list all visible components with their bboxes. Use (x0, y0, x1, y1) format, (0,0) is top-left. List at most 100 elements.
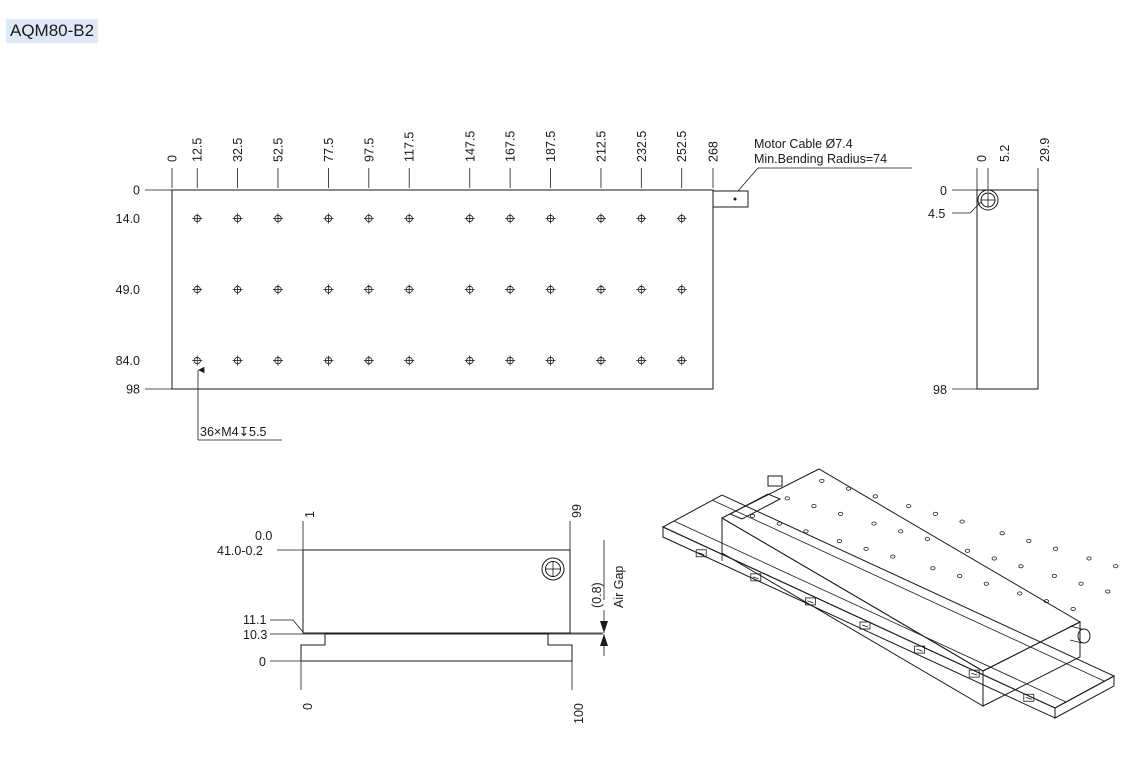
side-x-dim-0: 0 (975, 155, 989, 162)
mounting-hole (192, 355, 203, 366)
mover-top (720, 468, 1082, 672)
iso-hole (991, 556, 997, 561)
mounting-hole (545, 213, 556, 224)
mounting-hole (676, 213, 687, 224)
top-x-dim-7: 147.5 (463, 131, 477, 162)
side-view-outline (976, 189, 1039, 390)
gap-value: (0.8) (590, 582, 604, 608)
iso-hole (924, 537, 931, 542)
iso-hole (890, 554, 896, 559)
iso-hole (999, 531, 1005, 536)
mounting-hole (636, 213, 647, 224)
hole-callout: 36×M4↧5.5 (200, 425, 266, 439)
top-y-dim-3: 84.0 (116, 354, 140, 368)
mounting-hole (272, 355, 283, 366)
top-x-dim-9: 187.5 (544, 131, 558, 162)
mounting-hole (545, 355, 556, 366)
iso-hole (1017, 591, 1023, 596)
top-view-outline (171, 189, 714, 390)
iso-hole (872, 494, 878, 499)
iso-hole (1105, 589, 1111, 594)
base-slot (968, 669, 980, 678)
cable-note-line1: Motor Cable Ø7.4 (754, 137, 853, 151)
side-x-dim-1: 5.2 (998, 145, 1012, 162)
top-x-dim-1: 12.5 (191, 138, 205, 162)
top-x-dim-12: 252.5 (675, 131, 689, 162)
front-y-dim-0: 0.0 (255, 529, 272, 543)
front-y-dim-3: 10.3 (243, 628, 267, 642)
mounting-hole (232, 355, 243, 366)
top-y-dim-2: 49.0 (116, 283, 140, 297)
top-x-dim-6: 117.5 (403, 132, 417, 162)
iso-hole (1026, 539, 1032, 544)
iso-hole (1113, 564, 1119, 569)
front-bottom-dim-1: 100 (572, 703, 586, 724)
iso-hole (1043, 599, 1050, 604)
mounting-hole (464, 355, 475, 366)
mounting-hole (636, 355, 647, 366)
mounting-hole (272, 284, 283, 295)
mounting-hole (505, 355, 516, 366)
iso-hole (932, 511, 938, 516)
mounting-hole (323, 284, 334, 295)
top-view: Motor Cable Ø7.4 Min.Bending Radius=74 3… (116, 131, 912, 441)
mounting-hole (676, 355, 687, 366)
mounting-hole (595, 355, 606, 366)
top-y-dim-4: 98 (126, 383, 140, 397)
isometric-view (661, 468, 1119, 719)
top-x-dim-3: 52.5 (271, 138, 285, 162)
top-x-dim-5: 97.5 (362, 138, 376, 162)
front-top-dim-0: 1 (303, 511, 317, 518)
top-x-dim-4: 77.5 (322, 138, 336, 162)
mounting-hole (232, 284, 243, 295)
base-slot (859, 621, 871, 630)
front-y-dim-4: 0 (259, 655, 266, 669)
drawing-title: AQM80-B2 (6, 19, 99, 43)
iso-hole (1018, 564, 1024, 569)
mounting-hole (464, 284, 475, 295)
base-slot (1023, 693, 1035, 702)
top-y-dim-1: 14.0 (116, 212, 140, 226)
iso-hole (749, 513, 756, 518)
mover-body (302, 549, 571, 634)
side-y-dim-0: 0 (940, 184, 947, 198)
mounting-hole (464, 213, 475, 224)
front-top-dim-1: 99 (570, 504, 584, 518)
mounting-hole (505, 284, 516, 295)
iso-hole (1070, 606, 1076, 611)
side-view: 0 5.2 29.9 0 4.5 98 (928, 138, 1052, 397)
cable-note-line2: Min.Bending Radius=74 (754, 152, 887, 166)
gap-label: Air Gap (612, 566, 626, 608)
mounting-hole (363, 213, 374, 224)
top-x-dim-0: 0 (166, 155, 180, 162)
iso-hole (964, 548, 971, 553)
mounting-hole (636, 284, 647, 295)
mounting-hole (404, 213, 415, 224)
iso-cable (1077, 628, 1091, 644)
side-y-dim-2: 98 (933, 383, 947, 397)
iso-hole (1086, 556, 1092, 561)
top-x-dim-10: 212.5 (594, 131, 608, 162)
iso-hole (819, 478, 825, 483)
base-slot (750, 573, 762, 582)
top-x-dim-13: 268 (707, 141, 721, 162)
iso-hole (871, 521, 877, 526)
mounting-hole (363, 284, 374, 295)
front-y-dim-1: 41.0-0.2 (217, 544, 263, 558)
iso-hole (838, 511, 844, 516)
iso-hole (1051, 573, 1057, 578)
iso-hole (803, 529, 809, 534)
mounting-hole (272, 213, 283, 224)
iso-hole (1078, 581, 1084, 586)
mounting-hole (505, 213, 516, 224)
iso-hole (906, 504, 912, 509)
mounting-hole (595, 213, 606, 224)
side-y-dim-1: 4.5 (928, 207, 945, 221)
front-cable-outer (541, 557, 565, 581)
mounting-hole (192, 284, 203, 295)
mounting-hole (595, 284, 606, 295)
top-x-dim-2: 32.5 (231, 138, 245, 162)
iso-hole (863, 546, 869, 551)
front-bottom-dim-0: 0 (301, 703, 315, 710)
